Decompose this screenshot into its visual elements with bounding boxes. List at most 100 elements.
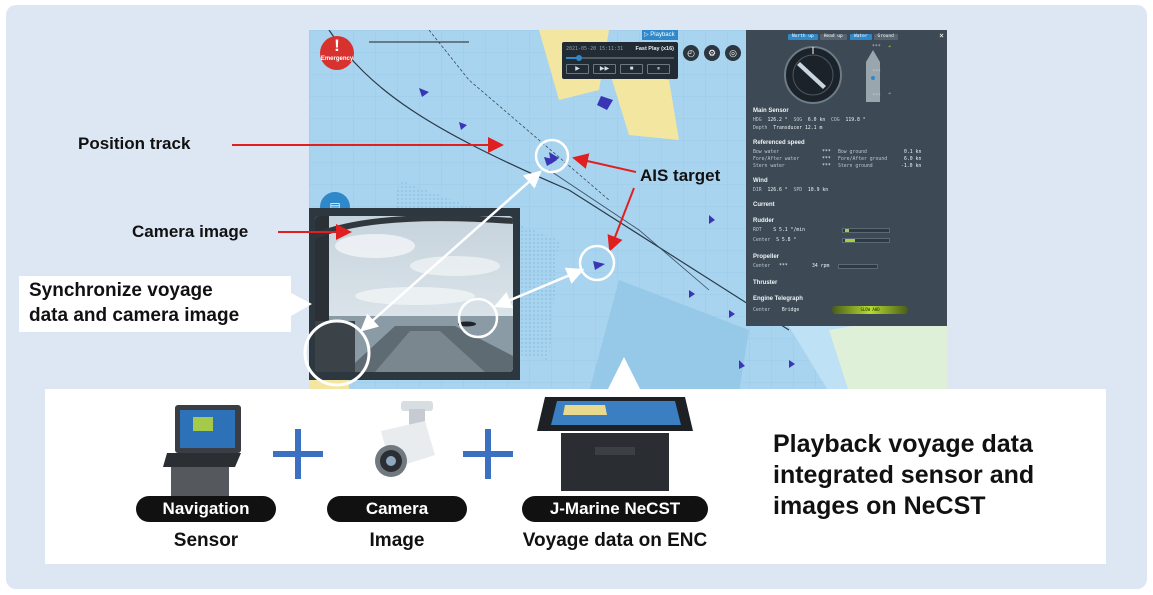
clock-icon[interactable]: ◴ xyxy=(683,45,699,61)
telegraph-indicator: SLOW AHD xyxy=(832,306,908,314)
ais-highlight-circle xyxy=(534,138,570,174)
bow-value: *** xyxy=(872,45,881,50)
camera-image-device xyxy=(375,401,435,477)
tab-head-up[interactable]: Head up xyxy=(819,34,847,40)
sync-text-line2: data and camera image xyxy=(29,305,240,326)
gear-icon[interactable]: ⚙ xyxy=(704,45,720,61)
land-area xyxy=(609,70,679,140)
rudder-center-value: S 5.8 ° xyxy=(776,238,797,243)
camera-image-label: Camera image xyxy=(132,222,249,241)
stern-water-value: *** xyxy=(822,164,831,169)
rot-label: ROT xyxy=(753,228,762,233)
map-icon: ▤ xyxy=(329,200,341,214)
stern-ground-value: -1.0 kn xyxy=(901,164,922,169)
fore-after-ground-value: 6.0 kn xyxy=(904,157,922,162)
sog-value: 6.0 kn xyxy=(807,118,826,123)
headline-line2: integrated sensor and xyxy=(773,461,1035,489)
play-button[interactable]: ▶ xyxy=(566,64,589,74)
fore-after-water-value: *** xyxy=(822,157,831,162)
bow-ground-value: 0.1 kn xyxy=(904,150,922,155)
depth-label: Depth xyxy=(753,126,768,131)
emergency-button[interactable]: !Emergency xyxy=(320,36,354,70)
spd-value: 10.9 kn xyxy=(807,188,829,193)
main-sensor-title: Main Sensor xyxy=(753,108,789,114)
dir-value: 126.6 ° xyxy=(767,188,788,193)
ais-target-label: AIS target xyxy=(640,166,721,185)
prop-rpm: 34 rpm xyxy=(812,264,830,269)
callout-pointer xyxy=(291,293,312,316)
sync-arrow-1 xyxy=(360,170,542,332)
camera-sub: Image xyxy=(369,530,425,551)
telegraph-title: Engine Telegraph xyxy=(753,296,803,302)
fore-after-water-label: Fore/After water xyxy=(753,157,800,162)
telegraph-bridge: Bridge xyxy=(781,308,800,313)
rot-bar-fill xyxy=(845,229,849,232)
tab-ground[interactable]: Ground xyxy=(873,34,898,40)
bottom-panel: Navigation Sensor Camera Image J-Marine … xyxy=(45,389,1106,564)
headline-line1: Playback voyage data xyxy=(773,430,1033,458)
playback-date: 2021-05-20 15:11:31 xyxy=(566,46,624,52)
stern-value: *** xyxy=(872,94,881,99)
sog-label: SOG xyxy=(793,118,803,123)
bow-water-label: Bow water xyxy=(753,150,779,155)
rot-value: S 5.1 °/min xyxy=(773,228,806,233)
dir-label: DIR xyxy=(753,188,762,193)
deep-area xyxy=(589,280,749,392)
tab-north-up[interactable]: North up xyxy=(788,34,818,40)
pause-button[interactable]: ⏸ xyxy=(647,64,670,74)
navigation-pill: Navigation xyxy=(136,496,276,522)
headline: Playback voyage data integrated sensor a… xyxy=(773,429,1034,522)
camera-ship-circle xyxy=(457,297,499,339)
prop-center-label: Center xyxy=(753,264,771,269)
stop-button[interactable]: ■ xyxy=(620,64,643,74)
exclamation-icon: ! xyxy=(334,36,340,55)
navigation-sub: Sensor xyxy=(173,530,239,551)
rudder-center-label: Center xyxy=(753,238,771,243)
stern-ground-label: Stern ground xyxy=(838,164,873,169)
tab-water[interactable]: Water xyxy=(850,34,872,40)
target-icon[interactable]: ◎ xyxy=(725,45,741,61)
camera-pill: Camera xyxy=(327,496,467,522)
rudder-title: Rudder xyxy=(753,218,774,224)
depth-value: Transducer 12.1 m xyxy=(773,126,823,131)
sync-callout: Synchronize voyage data and camera image xyxy=(19,276,291,332)
playback-tag-label: Playback xyxy=(650,32,675,38)
sync-text-line1: Synchronize voyage xyxy=(29,280,213,301)
arrow-right-icon: ➜ xyxy=(888,92,891,97)
bow-water-value: *** xyxy=(822,150,831,155)
playback-speed[interactable]: Fast Play (x16) xyxy=(635,46,674,52)
telegraph-center-label: Center xyxy=(753,308,771,313)
mid-value: *** xyxy=(872,70,881,75)
position-track-label: Position track xyxy=(78,134,191,153)
necst-pill: J-Marine NeCST xyxy=(522,496,708,522)
playback-slider[interactable] xyxy=(566,55,674,61)
playback-slider-knob[interactable] xyxy=(575,55,582,61)
ship-icon xyxy=(866,50,880,102)
arrow-right-icon: ➜ xyxy=(888,45,891,50)
headline-line3: images on NeCST xyxy=(773,492,986,520)
hdg-value: 126.2 ° xyxy=(767,118,788,123)
ais-target-marker xyxy=(593,261,605,270)
ais-arrow-2 xyxy=(607,187,635,252)
rudder-bar-fill xyxy=(845,239,855,242)
stern-water-label: Stern water xyxy=(753,164,785,169)
spd-label: SPD xyxy=(793,188,803,193)
necst-table-image xyxy=(537,397,693,491)
fast-forward-button[interactable]: ▶▶ xyxy=(593,64,616,74)
green-area xyxy=(829,310,947,392)
sync-arrow-2 xyxy=(493,267,585,309)
bow-ground-label: Bow ground xyxy=(838,150,867,155)
necst-sub: Voyage data on ENC xyxy=(522,530,708,551)
propeller-bar xyxy=(838,264,878,269)
bottom-pointer xyxy=(608,357,640,389)
rot-bar xyxy=(842,228,890,233)
propeller-title: Propeller xyxy=(753,254,780,260)
plus-icon xyxy=(463,429,513,479)
close-icon[interactable]: × xyxy=(939,31,944,40)
hdg-label: HDG xyxy=(753,118,762,123)
emergency-label: Emergency xyxy=(320,56,354,62)
ais-highlight-circle xyxy=(578,244,616,282)
fore-after-ground-label: Fore/After ground xyxy=(838,157,888,162)
cog-value: 119.8 ° xyxy=(845,118,866,123)
